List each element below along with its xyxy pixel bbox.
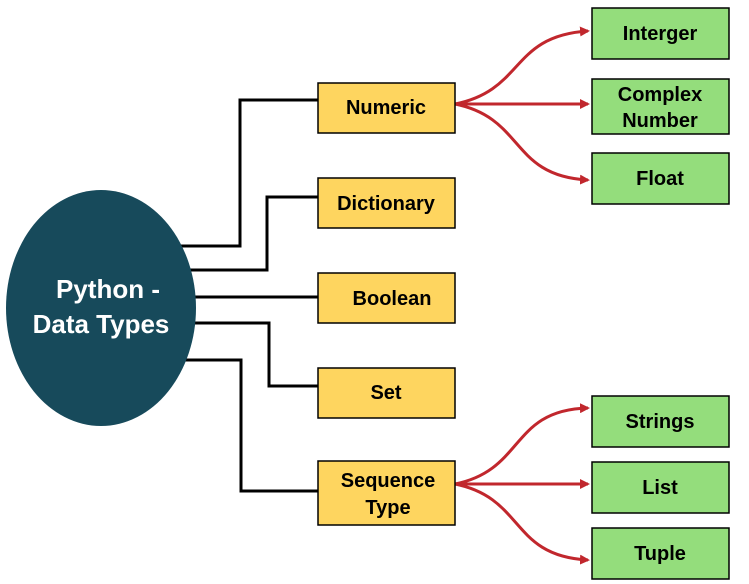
subtype-box xyxy=(591,461,730,514)
subtype-label-line1: Complex xyxy=(618,84,702,106)
connector-sequence xyxy=(185,358,318,493)
subtype-label: List xyxy=(642,477,678,499)
sequence-arrows xyxy=(454,403,590,565)
root-connectors xyxy=(180,98,318,493)
root-label-line2: Data Types xyxy=(33,309,170,339)
category-numeric: Numeric xyxy=(317,82,456,134)
category-label-line1: Sequence xyxy=(341,470,435,492)
category-label: Numeric xyxy=(346,97,426,119)
category-label: Set xyxy=(370,382,401,404)
subtype-box xyxy=(591,152,730,205)
subtype-label-line2: Number xyxy=(622,110,698,132)
connector-dictionary xyxy=(190,195,318,272)
subtype-label: Tuple xyxy=(634,543,686,565)
arrow-to-interger xyxy=(454,26,590,106)
connector-numeric xyxy=(180,98,318,248)
arrow-to-strings xyxy=(454,403,590,486)
category-set: Set xyxy=(317,367,456,419)
subtype-box xyxy=(591,7,730,60)
category-sequence-type: Sequence Type xyxy=(317,460,456,526)
category-box xyxy=(317,367,456,419)
category-label: Dictionary xyxy=(337,193,436,215)
subtype-float: Float xyxy=(591,152,730,205)
subtype-tuple: Tuple xyxy=(591,527,730,580)
root-node: Python - Data Types xyxy=(6,190,196,426)
subtype-label: Interger xyxy=(623,23,698,45)
subtype-label: Strings xyxy=(626,411,695,433)
category-boolean: Boolean xyxy=(317,272,456,324)
subtype-strings: Strings xyxy=(591,395,730,448)
category-label-line2: Type xyxy=(365,497,410,519)
root-ellipse xyxy=(6,190,196,426)
category-box xyxy=(317,177,456,229)
category-dictionary: Dictionary xyxy=(317,177,456,229)
category-label: Boolean xyxy=(353,288,432,310)
subtype-box xyxy=(591,527,730,580)
subtype-box xyxy=(591,395,730,448)
category-box xyxy=(317,82,456,134)
numeric-arrows xyxy=(454,26,590,185)
subtype-interger: Interger xyxy=(591,7,730,60)
subtype-label: Float xyxy=(636,168,684,190)
root-label-line1: Python - xyxy=(56,274,160,304)
arrow-to-float xyxy=(454,102,590,185)
subtype-complex-number: Complex Number xyxy=(591,78,730,135)
subtype-box xyxy=(591,78,730,135)
category-box xyxy=(317,272,456,324)
category-box xyxy=(317,460,456,526)
arrow-to-tuple xyxy=(454,482,590,565)
subtype-list: List xyxy=(591,461,730,514)
connector-set xyxy=(193,321,318,388)
